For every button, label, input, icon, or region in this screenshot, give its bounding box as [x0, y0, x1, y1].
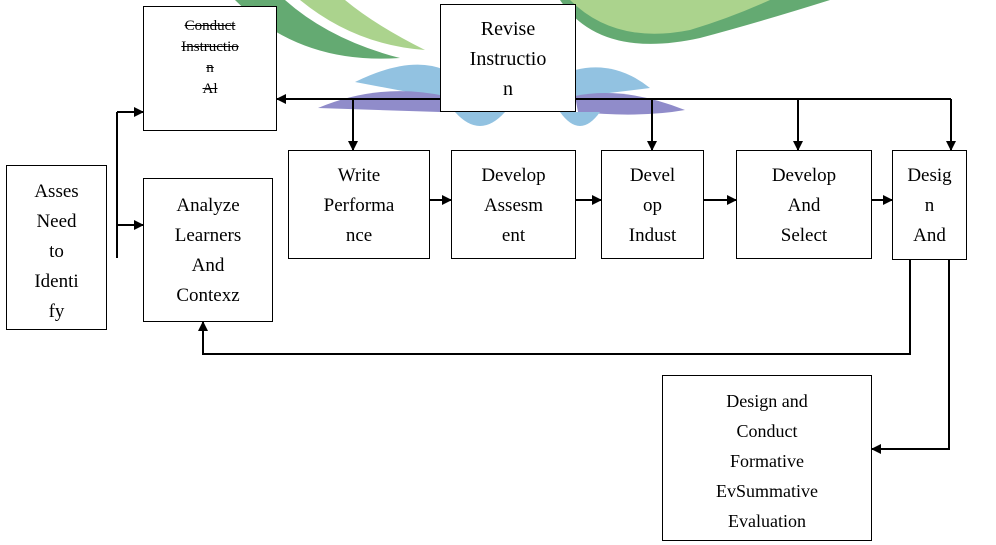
label-line: n [206, 60, 214, 76]
watermark-leaf [570, 0, 770, 34]
arrow-design-to-analyze-learners [198, 260, 911, 355]
label-line: Write [337, 165, 381, 186]
design-and-box: Desig n And [892, 150, 967, 260]
arrow-design-to-evaluation [871, 260, 950, 454]
conduct-instruction-label: Conduct Instructio n Al [144, 7, 276, 100]
label-line: Select [780, 225, 828, 246]
label-line: EvSummative [716, 481, 818, 501]
label-line: Instructio [469, 48, 547, 70]
design-and-label: Desig n And [893, 151, 966, 251]
label-line: Identi [34, 271, 79, 292]
label-line: Conduct [736, 421, 798, 441]
label-line: Conduct [184, 18, 236, 34]
label-line: And [191, 255, 225, 276]
label-line: op [643, 195, 662, 216]
watermark-leaf [560, 112, 600, 126]
label-line: Evaluation [728, 511, 806, 531]
label-line: Devel [629, 165, 676, 186]
label-line: Develop [481, 165, 546, 186]
label-line: fy [48, 301, 65, 322]
watermark-leaf [455, 112, 505, 126]
label-line: ent [501, 225, 526, 246]
label-line: Indust [628, 225, 677, 246]
watermark-leaf [575, 67, 650, 97]
label-line: n [503, 78, 513, 100]
design-conduct-evaluation-label: Design and Conduct Formative EvSummative… [663, 376, 871, 536]
label-line: Al [202, 81, 218, 97]
write-performance-box: Write Performa nce [288, 150, 430, 259]
develop-select-label: Develop And Select [737, 151, 871, 251]
label-line: Asses [34, 181, 79, 202]
label-line: Instructio [181, 39, 239, 55]
label-line: Revise [480, 18, 536, 40]
conduct-instruction-box: Conduct Instructio n Al [143, 6, 277, 131]
develop-select-box: Develop And Select [736, 150, 872, 259]
watermark-leaf [300, 0, 425, 50]
write-performance-label: Write Performa nce [289, 151, 429, 251]
develop-indust-label: Devel op Indust [602, 151, 703, 251]
label-line: Need [36, 211, 77, 232]
label-line: And [913, 225, 946, 246]
label-line: Assesm [483, 195, 544, 216]
label-line: Learners [174, 225, 242, 246]
label-line: Analyze [176, 195, 240, 216]
label-line: to [49, 241, 64, 262]
develop-assessment-label: Develop Assesm ent [452, 151, 575, 251]
revise-instruction-label: Revise Instructio n [441, 5, 575, 104]
label-line: Develop [771, 165, 837, 186]
develop-indust-box: Devel op Indust [601, 150, 704, 259]
develop-assessment-box: Develop Assesm ent [451, 150, 576, 259]
label-line: Formative [730, 451, 804, 471]
watermark-leaf [355, 64, 445, 98]
label-line: Desig [907, 165, 952, 186]
analyze-learners-box: Analyze Learners And Contexz [143, 178, 273, 322]
assess-need-label: Asses Need to Identi fy [7, 166, 106, 327]
label-line: And [787, 195, 821, 216]
design-conduct-evaluation-box: Design and Conduct Formative EvSummative… [662, 375, 872, 541]
watermark-leaf [318, 91, 445, 112]
analyze-learners-label: Analyze Learners And Contexz [144, 179, 272, 311]
label-line: Design and [726, 391, 808, 411]
label-line: nce [345, 225, 373, 246]
label-line: Contexz [176, 285, 240, 306]
revise-instruction-box: Revise Instructio n [440, 4, 576, 112]
label-line: Performa [323, 195, 395, 216]
label-line: n [924, 195, 935, 216]
assess-need-box: Asses Need to Identi fy [6, 165, 107, 330]
